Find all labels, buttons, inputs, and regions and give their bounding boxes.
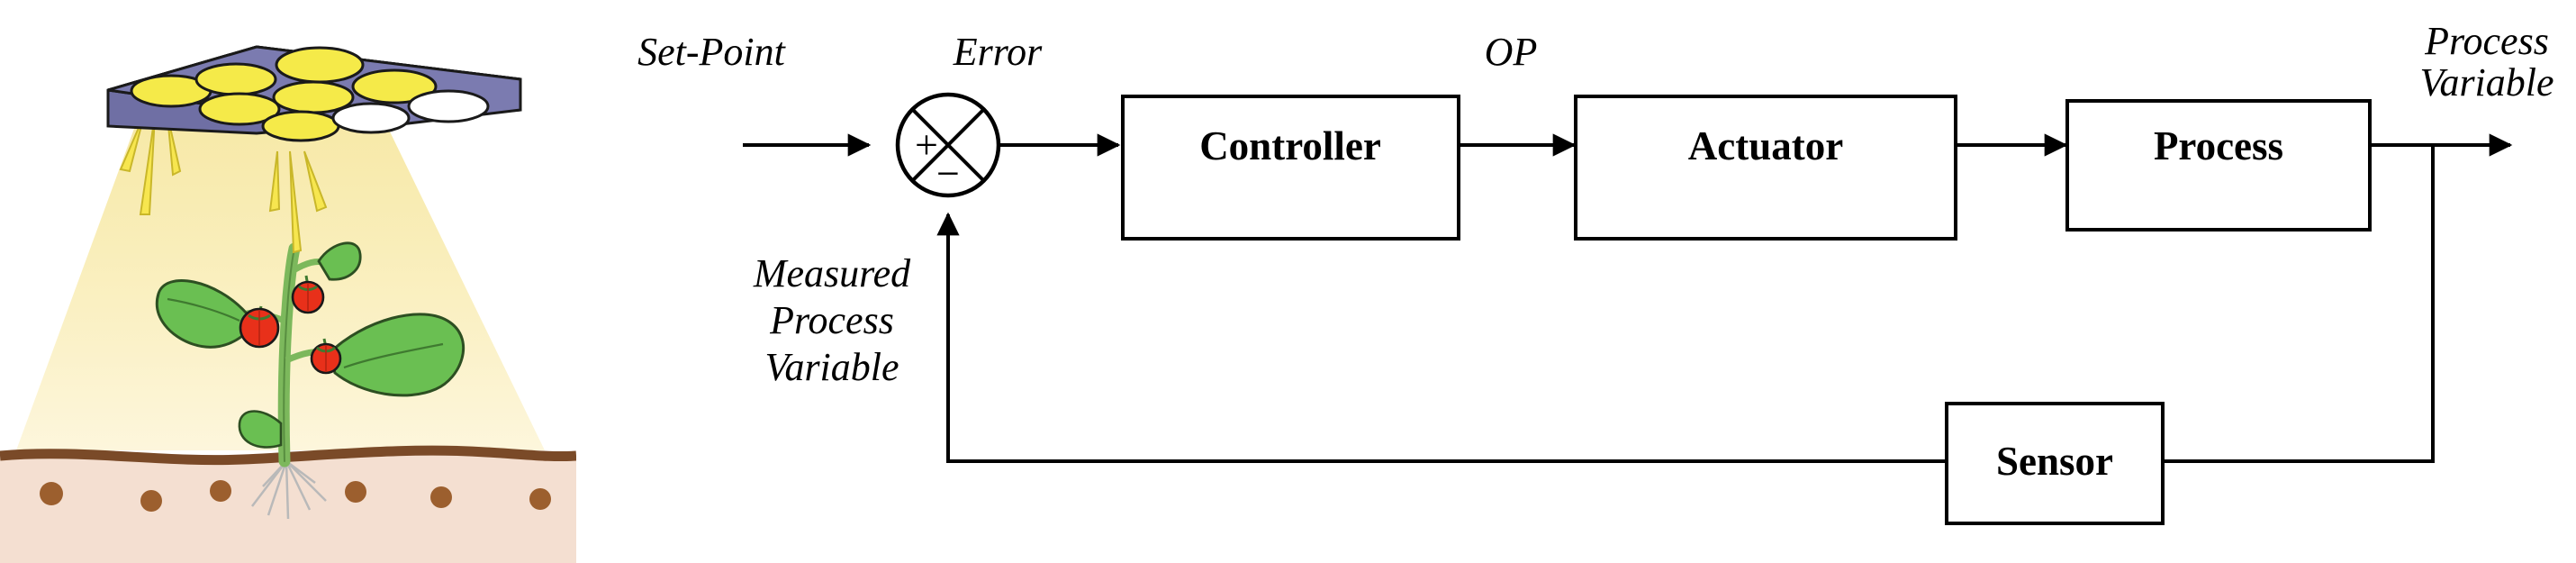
block-actuator-label: Actuator [1688,123,1843,168]
error-label: Error [953,30,1043,74]
led-array [130,46,490,142]
block-process[interactable]: Process [2065,99,2372,232]
led-7 [261,110,340,142]
block-process-label: Process [2154,123,2283,168]
summing-minus-sign: − [936,150,960,196]
process-variable-label-line2: Variable [2419,60,2553,104]
grow-light-illustration [0,0,576,563]
process-variable-label-line1: Process [2424,19,2549,63]
measured-pv-feedback-wire [936,212,1947,463]
summing-junction: + − [895,92,1001,198]
block-controller-label: Controller [1199,123,1381,168]
led-9 [407,89,490,123]
block-sensor-label: Sensor [1996,439,2113,484]
measured-pv-label-line1: Measured [753,251,911,295]
led-2 [194,62,277,96]
illustration-svg [0,45,576,563]
tomato-fruit-group [239,275,342,375]
led-6 [351,68,438,104]
tomato-plant [155,241,465,468]
led-8 [331,102,411,134]
block-sensor[interactable]: Sensor [1945,402,2165,525]
feedback-tap-wire [2163,145,2435,463]
control-loop-block-diagram: Set-Point + − Error Controller OP [576,0,2576,563]
summing-plus-sign: + [915,122,938,168]
led-grow-light-panel [106,45,522,142]
block-controller[interactable]: Controller [1121,95,1460,241]
measured-pv-label-line2: Process [769,298,894,342]
plant-roots [251,460,327,520]
measured-pv-label-line3: Variable [764,345,899,389]
block-diagram-svg: Set-Point + − Error Controller OP [637,19,2554,525]
set-point-label: Set-Point [637,30,787,74]
led-4 [198,92,281,126]
led-3 [275,46,365,84]
op-label: OP [1485,30,1538,74]
block-actuator[interactable]: Actuator [1574,95,1957,241]
